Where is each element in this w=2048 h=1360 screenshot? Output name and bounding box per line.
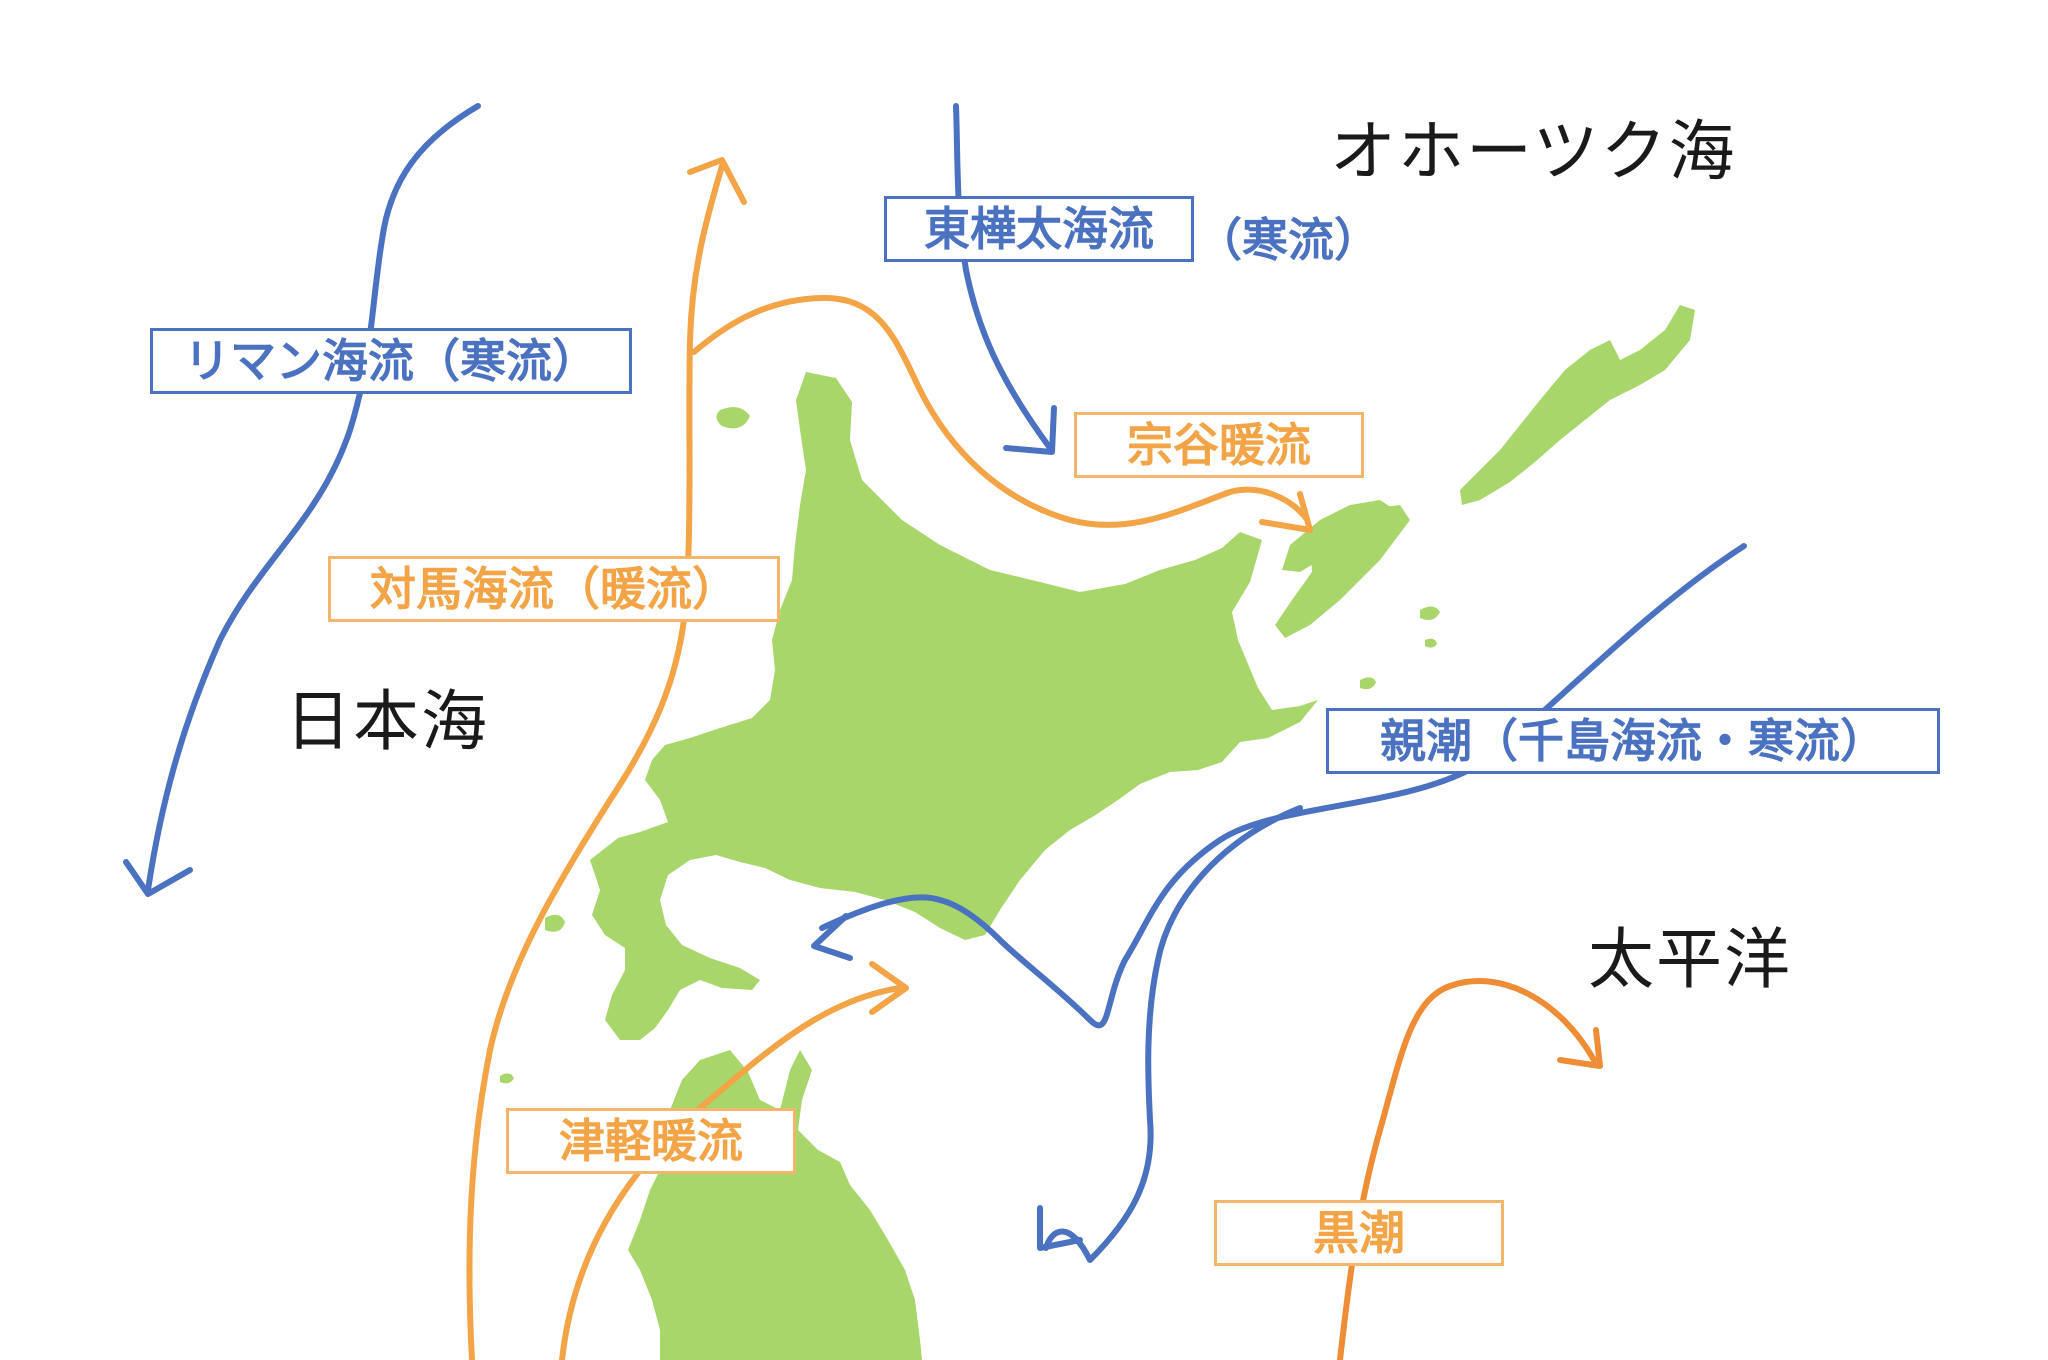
okhotsk-sea-label: オホーツク海 [1330,113,1737,190]
honshu-island [628,1050,922,1360]
tsugaru-current-arrowhead [869,961,909,1015]
kuroshio-current [1337,978,1603,1360]
oyashio-current-label: 親潮（千島海流・寒流） [1326,708,1940,774]
tsugaru-current-label: 津軽暖流 [506,1108,796,1174]
east-sakhalin-current-arrowhead [1003,405,1057,455]
east-sakhalin-current-label: 東樺太海流 [884,196,1194,262]
japan-sea-label: 日本海 [285,683,489,760]
sado-island [500,1073,514,1084]
soya-current-arrow [691,294,1309,528]
kuroshio-current-label: 黒潮 [1214,1200,1504,1266]
tsushima-current-arrow [466,163,725,1360]
oyashio-south-branch-arrow [1043,805,1303,1263]
liman-current-arrow [145,103,481,893]
kuril-island-north [1460,305,1695,505]
pacific-ocean-label: 太平洋 [1588,921,1792,998]
liman-current-label: リマン海流（寒流） [150,328,632,394]
kuril-island-small-2 [1360,677,1376,690]
hokkaido-island [590,372,1318,1040]
kuril-island-small-3 [1425,638,1437,648]
soya-current-arrowhead [1259,491,1313,533]
liman-current-arrowhead [123,859,193,897]
east-sakhalin-current-suffix: （寒流） [1196,213,1380,267]
kuroshio-current-arrow [1337,978,1597,1360]
rishiri-island [716,407,750,429]
soya-current-label: 宗谷暖流 [1074,412,1364,478]
kuroshio-current-arrowhead [1557,1027,1603,1069]
east-sakhalin-current-arrow [953,103,1053,451]
tsushima-current-label: 対馬海流（暖流） [328,556,780,622]
okushiri-island [545,914,565,932]
oyashio-inner-arrowhead [811,913,853,961]
kuril-island-small-1 [1420,606,1440,620]
tsushima-current-arrowhead [687,157,747,205]
oyashio-south-branch-arrowhead [1037,1205,1083,1251]
etorofu-island [1275,505,1410,638]
